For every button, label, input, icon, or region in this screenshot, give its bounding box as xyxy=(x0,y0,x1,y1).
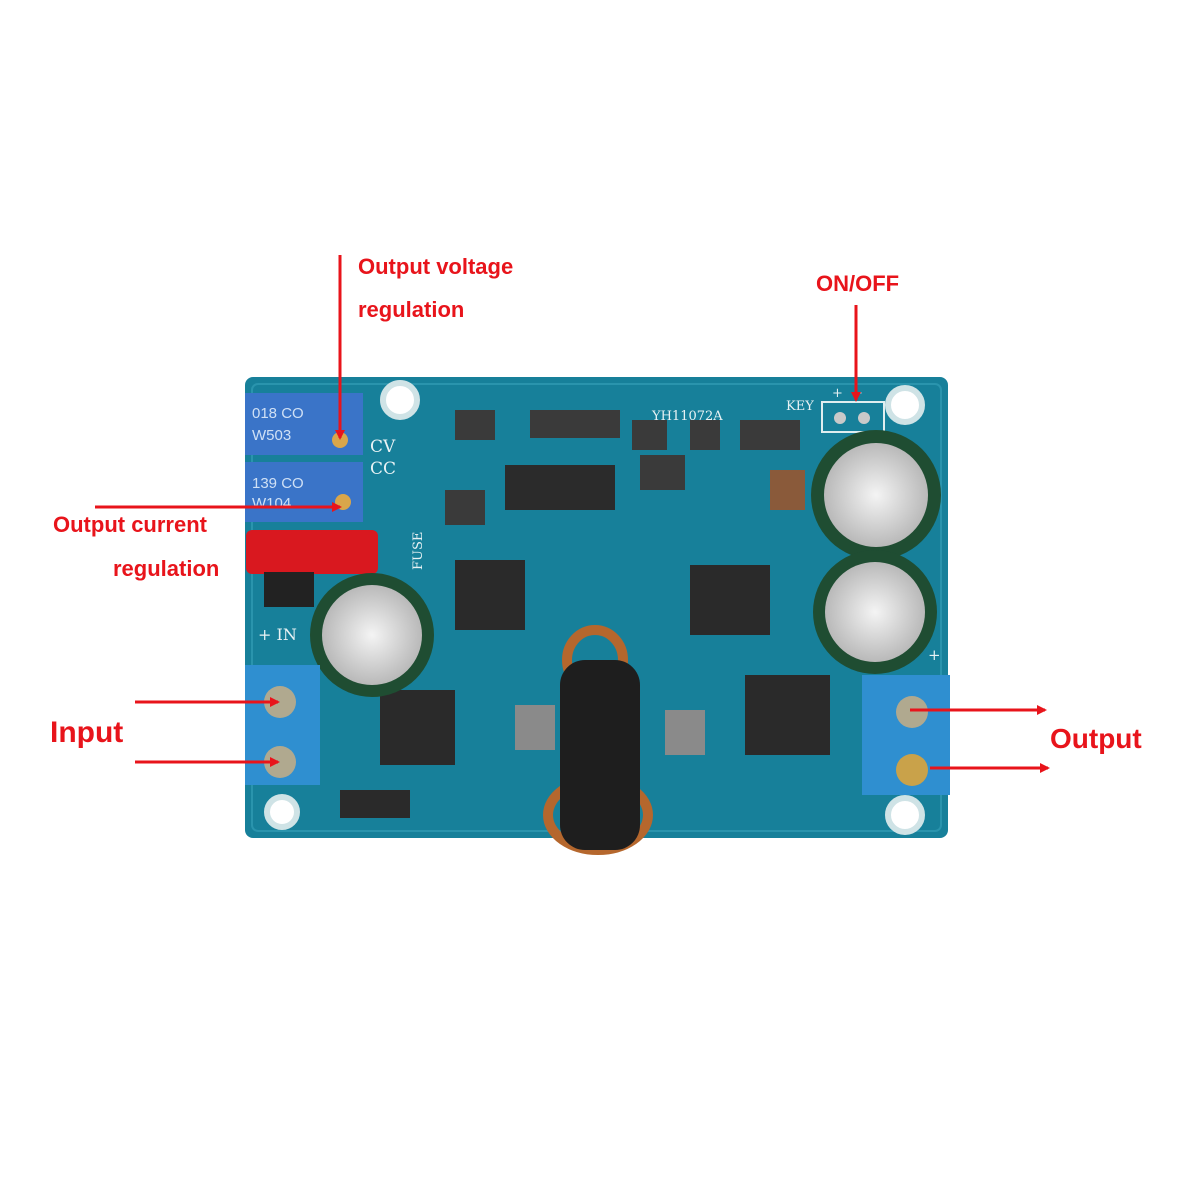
capacitors xyxy=(310,430,941,697)
onoff-annotation: ON/OFF xyxy=(816,271,899,402)
cc-label: CC xyxy=(370,459,396,479)
input-label: Input xyxy=(50,716,123,749)
output-polarity-label: + xyxy=(928,646,941,664)
output-terminal-block[interactable] xyxy=(862,675,950,795)
current-annotation: Output current regulation xyxy=(53,502,342,581)
svg-text:139 CO: 139 CO xyxy=(252,475,304,492)
diode xyxy=(264,572,314,607)
mounting-holes xyxy=(264,380,925,835)
fuse xyxy=(246,530,378,574)
schottky-diode xyxy=(340,790,410,818)
onoff-key-header[interactable] xyxy=(821,401,885,433)
svg-text:018 CO: 018 CO xyxy=(252,405,304,422)
current-label-line1: Output current xyxy=(53,512,208,537)
current-label-line2: regulation xyxy=(113,556,219,581)
voltage-label-line1: Output voltage xyxy=(358,254,513,279)
voltage-annotation: Output voltage regulation xyxy=(335,254,513,440)
input-annotation: Input xyxy=(50,697,280,767)
key-plus-label: + xyxy=(832,386,843,401)
cv-label: CV xyxy=(370,437,396,457)
inductor xyxy=(515,625,705,855)
controller-ic xyxy=(505,465,615,510)
voltage-potentiometer[interactable]: 018 CO W503 xyxy=(245,393,363,455)
voltage-label-line2: regulation xyxy=(358,297,464,322)
fuse-label: FUSE xyxy=(411,532,426,570)
input-polarity-label: + IN xyxy=(258,625,297,644)
mosfets xyxy=(380,560,830,765)
input-terminal-block[interactable] xyxy=(245,665,320,785)
key-label: KEY xyxy=(786,399,814,414)
onoff-label: ON/OFF xyxy=(816,271,899,296)
svg-text:W503: W503 xyxy=(252,427,291,444)
output-label: Output xyxy=(1050,723,1142,754)
output-annotation: Output xyxy=(910,705,1142,773)
current-potentiometer[interactable]: 139 CO W104 xyxy=(245,462,363,522)
pcb-board: 018 CO W503 139 CO W104 CV CC FUSE YH110… xyxy=(245,377,950,855)
svg-text:W104: W104 xyxy=(252,495,291,512)
